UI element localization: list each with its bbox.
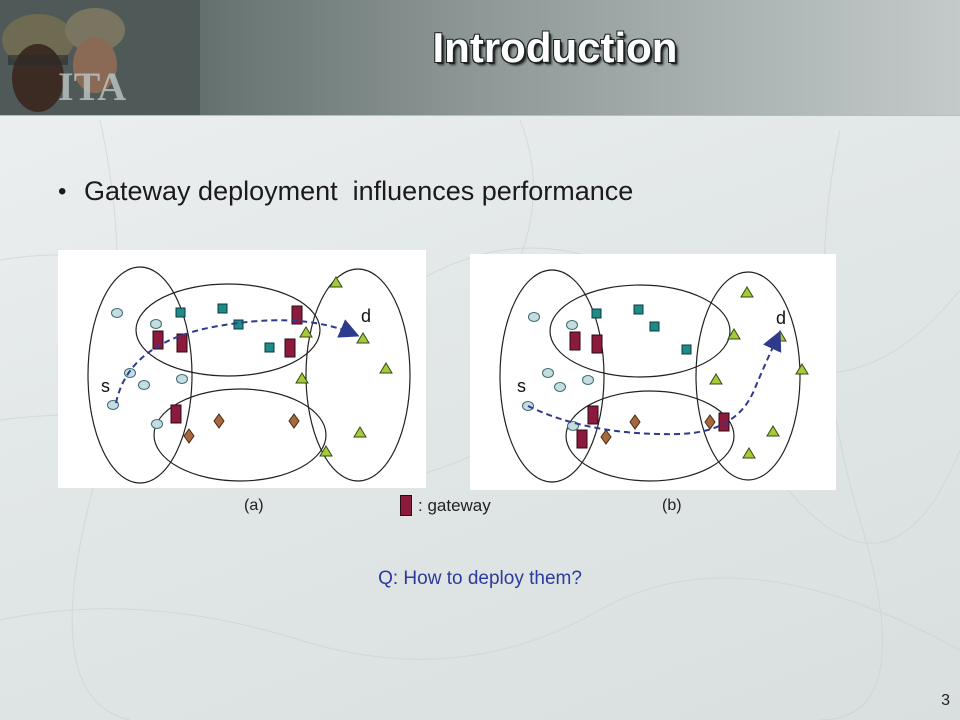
region-right: [305, 268, 411, 482]
square-nodes: [175, 303, 275, 353]
page-title: Introduction: [432, 24, 678, 71]
legend-label: : gateway: [418, 495, 491, 515]
soldier-photo-icon: ITA: [0, 0, 200, 115]
circle-nodes: [107, 308, 188, 429]
routing-path: [527, 330, 782, 436]
region-right: [695, 271, 801, 481]
gateway-nodes: [152, 305, 303, 424]
source-label: s: [101, 376, 110, 396]
gateway-legend-icon: [400, 495, 412, 516]
triangle-nodes: [295, 276, 393, 457]
caption-b: (b): [662, 497, 682, 514]
ita-logo-icon: ITA: [58, 64, 126, 109]
region-bottom: [565, 390, 735, 482]
gateway-nodes: [569, 331, 730, 449]
triangle-nodes: [709, 286, 809, 459]
caption-a: (a): [244, 497, 264, 514]
region-top: [135, 283, 321, 377]
region-bottom: [153, 388, 327, 482]
circle-nodes: [522, 312, 594, 431]
bullet-dot-icon: •: [58, 177, 67, 205]
legend: : gateway: [400, 495, 491, 516]
diagram-a-graphic: s d: [87, 266, 411, 484]
bullet-item: • Gateway deployment influences performa…: [58, 176, 633, 207]
source-label: s: [517, 376, 526, 396]
region-top: [549, 284, 731, 378]
diagram-b: s d: [470, 254, 836, 490]
header-banner: ITA Introduction: [0, 0, 960, 116]
diagram-b-graphic: s d: [499, 269, 809, 483]
diamond-nodes: [183, 413, 300, 444]
question-text: Q: How to deploy them?: [378, 568, 582, 589]
diamond-nodes: [600, 414, 716, 445]
destination-label: d: [361, 306, 371, 326]
diagram-a: s d: [58, 250, 426, 488]
routing-path: [115, 319, 360, 404]
region-left: [87, 266, 193, 484]
region-left: [499, 269, 605, 483]
bullet-text: Gateway deployment influences performanc…: [84, 176, 634, 206]
destination-label: d: [776, 308, 786, 328]
page-number: 3: [941, 692, 950, 709]
square-nodes: [591, 304, 692, 355]
